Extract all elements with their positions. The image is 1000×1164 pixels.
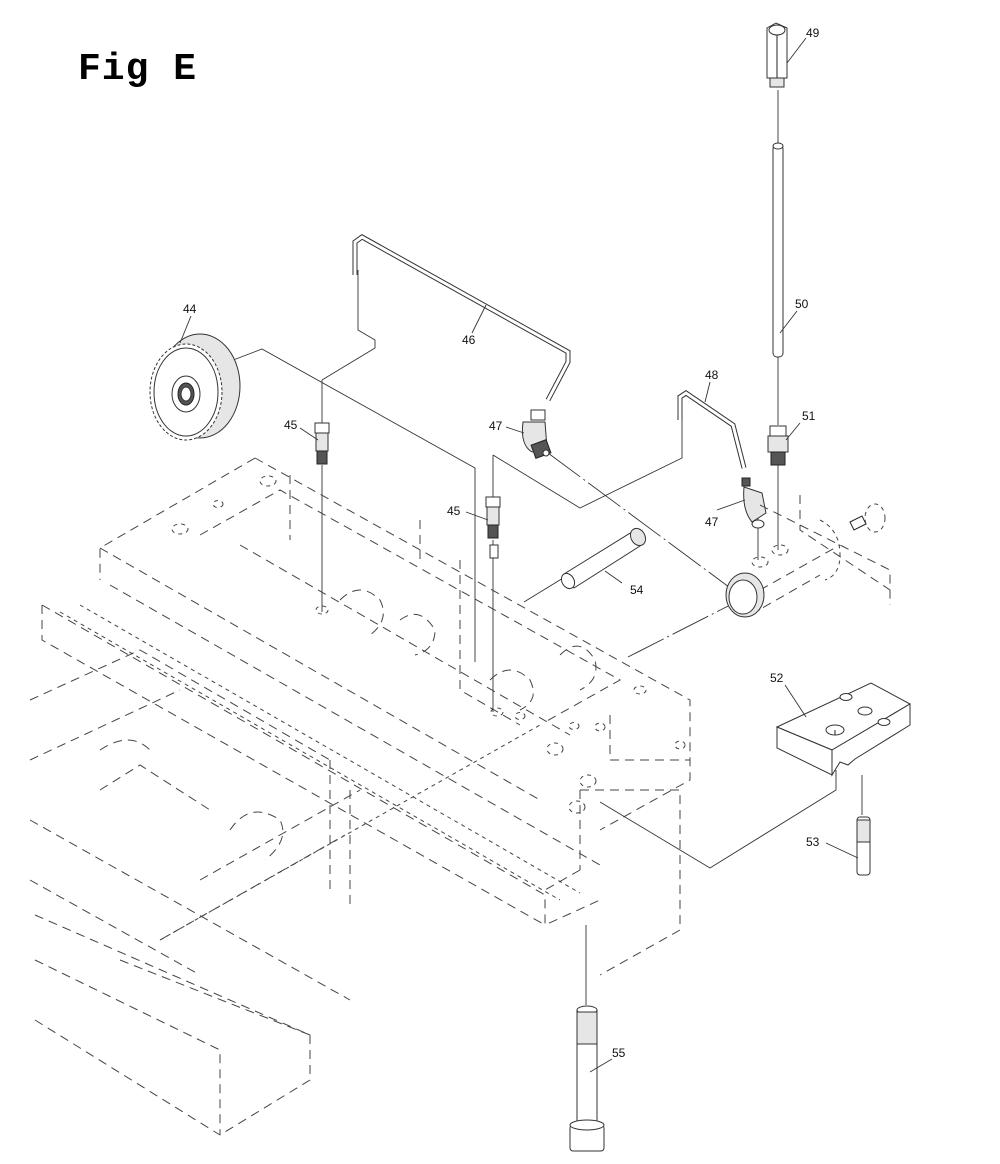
part-55-cap-screw[interactable] — [569, 1005, 605, 1152]
part-52-block[interactable] — [775, 682, 912, 777]
callout-51: 51 — [802, 409, 816, 423]
callout-49: 49 — [806, 26, 820, 40]
part-50-tube[interactable] — [772, 142, 784, 358]
callout-50: 50 — [795, 297, 809, 311]
callout-45-left: 45 — [284, 418, 298, 432]
part-45-fitting-center[interactable] — [485, 496, 501, 559]
callout-47-upper: 47 — [489, 419, 503, 433]
part-54-pin[interactable] — [559, 526, 649, 591]
callout-55: 55 — [612, 1046, 626, 1060]
callout-labels: 44 45 45 46 47 47 48 49 50 51 52 53 54 5… — [183, 26, 820, 1060]
callout-45-center: 45 — [447, 504, 461, 518]
part-47-elbow-upper[interactable] — [521, 409, 552, 459]
machine-base-phantom — [29, 457, 691, 1136]
callout-47-lower: 47 — [705, 515, 719, 529]
part-49-hex-coupling[interactable] — [766, 22, 788, 88]
part-47-elbow-lower[interactable] — [741, 477, 767, 529]
callout-44: 44 — [183, 302, 197, 316]
callout-leaders — [179, 37, 859, 1073]
part-51-fitting[interactable] — [767, 425, 789, 466]
callout-53: 53 — [806, 835, 820, 849]
assembly-lines — [227, 90, 863, 1005]
callout-46: 46 — [462, 333, 476, 347]
figure-title: Fig E — [78, 48, 198, 91]
part-45-fitting-left[interactable] — [314, 422, 330, 465]
callout-54: 54 — [630, 583, 644, 597]
plug — [725, 572, 765, 618]
callout-52: 52 — [770, 671, 784, 685]
part-44-gear[interactable] — [149, 333, 241, 441]
callout-48: 48 — [705, 368, 719, 382]
part-46-oil-pipe[interactable] — [352, 234, 571, 402]
part-53-stud[interactable] — [856, 816, 871, 876]
part-48-oil-pipe[interactable] — [677, 389, 747, 469]
housing-right-phantom — [749, 495, 891, 616]
